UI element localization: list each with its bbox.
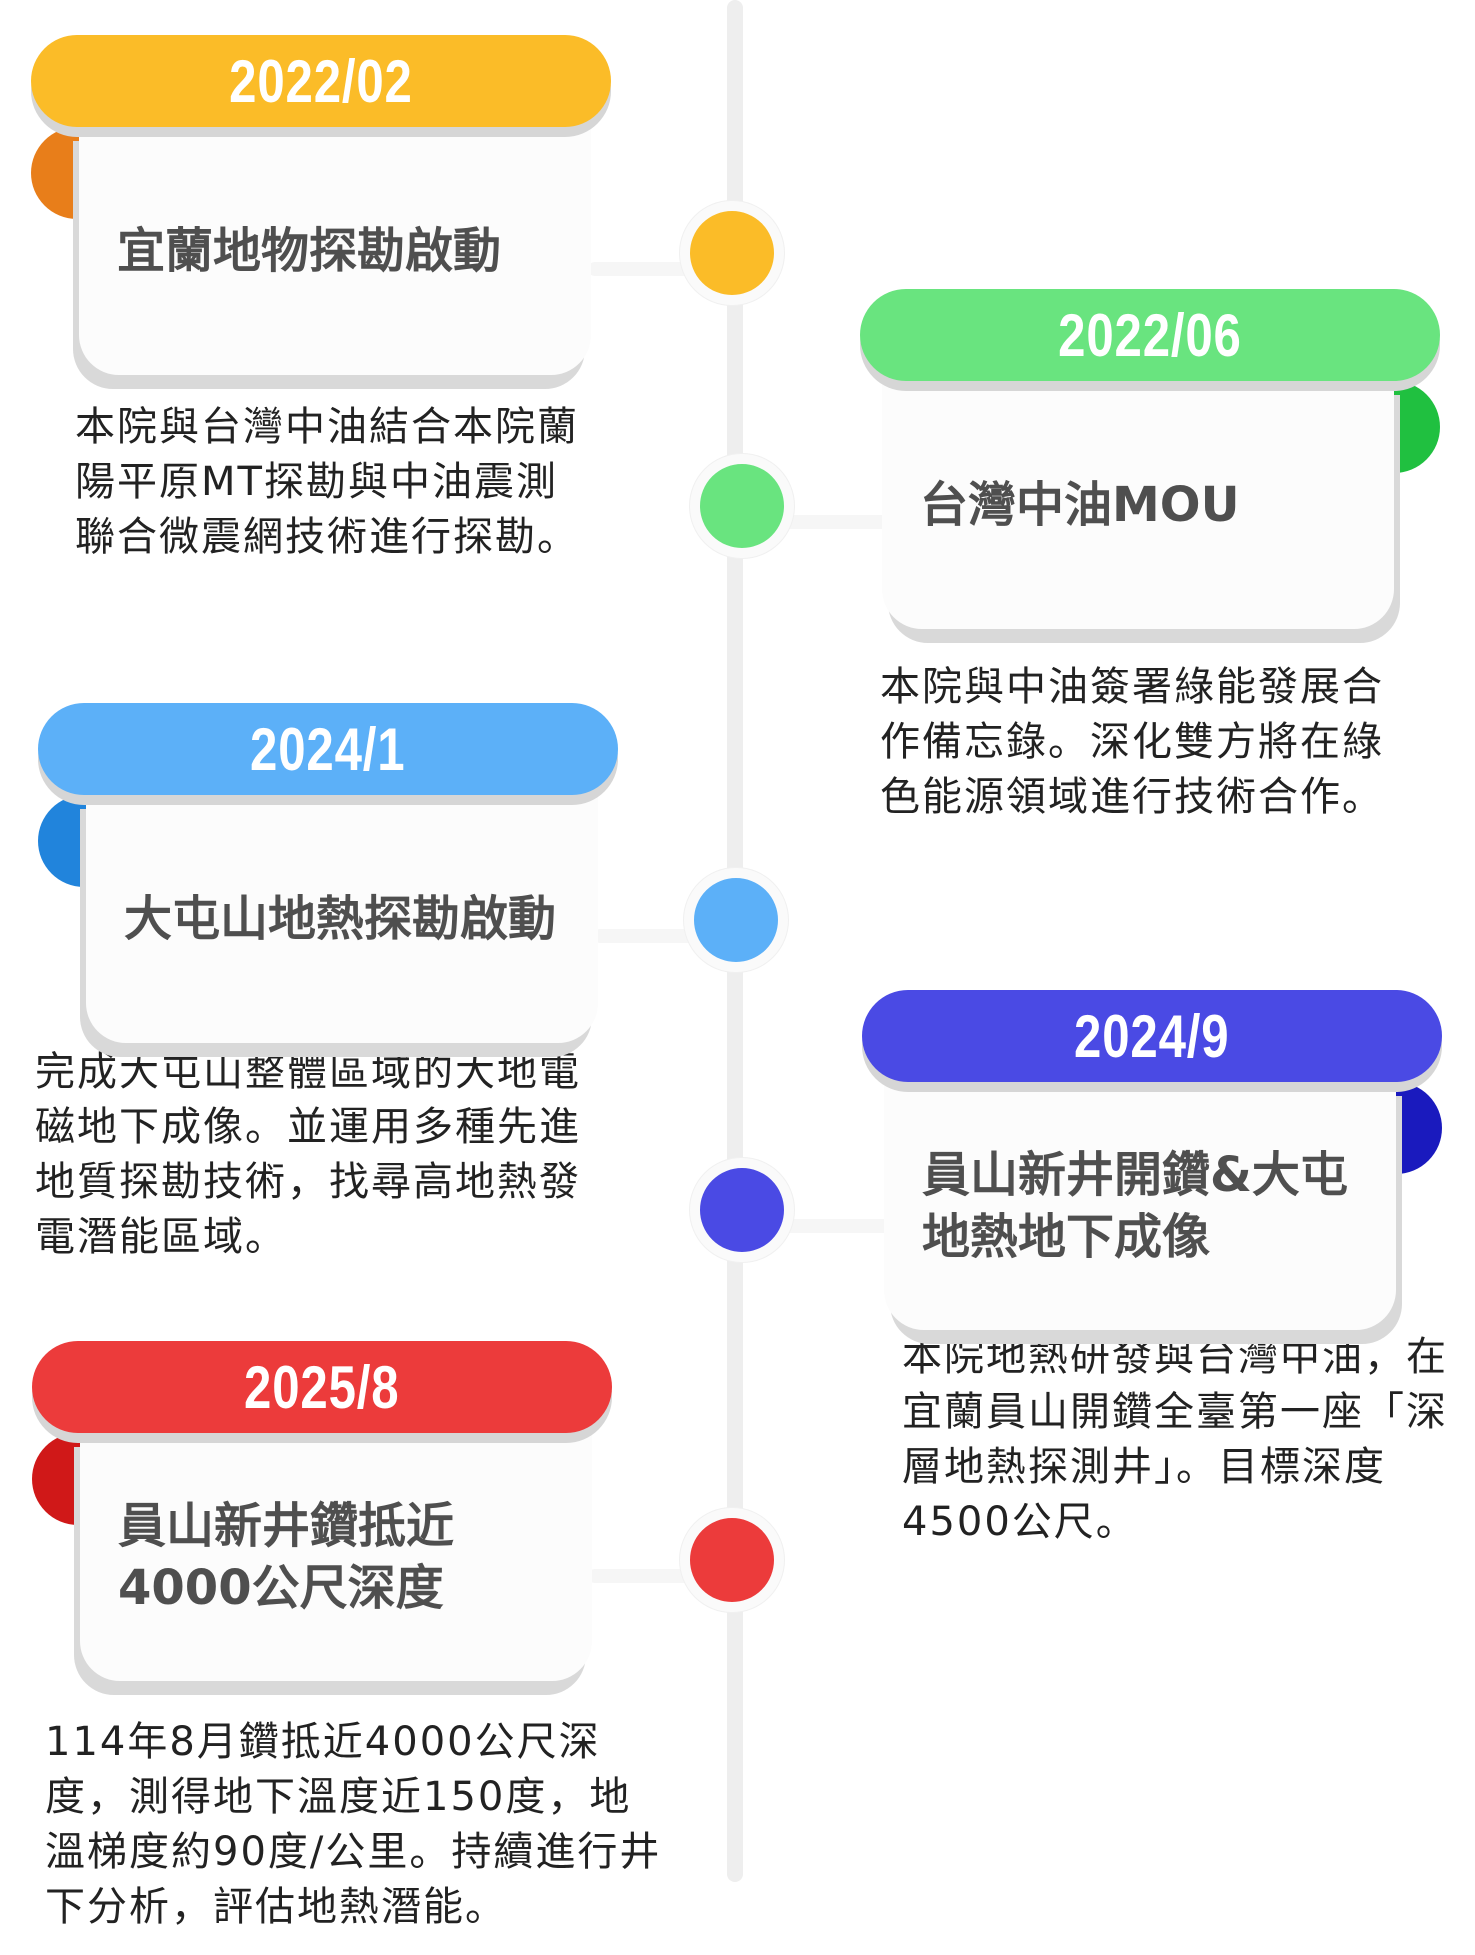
event-title: 員山新井鑽抵近4000公尺深度 (118, 1498, 455, 1616)
event-title: 宜蘭地物探勘啟動 (117, 223, 502, 279)
timeline-dot (690, 454, 794, 558)
timeline-card: 2022/06 台灣中油MOU (860, 289, 1440, 629)
event-description: 本院與中油簽署綠能發展合作備忘錄。深化雙方將在綠色能源領域進行技術合作。 (880, 664, 1384, 820)
date-banner: 2024/9 (862, 990, 1442, 1082)
card-body: 員山新井開鑽&大屯地熱地下成像 (884, 1082, 1396, 1330)
timeline-card: 2025/8 員山新井鑽抵近4000公尺深度 (32, 1341, 612, 1681)
date-banner: 2022/02 (31, 35, 611, 127)
date-banner: 2024/1 (38, 703, 618, 795)
timeline-dot (684, 868, 788, 972)
date-label: 2024/9 (1074, 1002, 1230, 1070)
event-description: 完成大屯山整體區域的大地電磁地下成像。並運用多種先進地質探勘技術，找尋高地熱發電… (35, 1049, 581, 1260)
timeline-dot (680, 1508, 784, 1612)
card-body: 員山新井鑽抵近4000公尺深度 (80, 1433, 592, 1681)
date-label: 2022/06 (1058, 301, 1242, 369)
event-title: 大屯山地熱探勘啟動 (124, 891, 557, 947)
date-label: 2022/02 (229, 47, 413, 115)
event-title: 員山新井開鑽&大屯地熱地下成像 (922, 1147, 1348, 1265)
event-description: 114年8月鑽抵近4000公尺深度，測得地下溫度近150度，地溫梯度約90度/公… (45, 1719, 662, 1930)
timeline-dot (680, 201, 784, 305)
card-body: 大屯山地熱探勘啟動 (86, 795, 598, 1043)
timeline-card: 2024/1 大屯山地熱探勘啟動 (38, 703, 618, 1043)
timeline-card: 2024/9 員山新井開鑽&大屯地熱地下成像 (862, 990, 1442, 1330)
date-banner: 2022/06 (860, 289, 1440, 381)
date-label: 2024/1 (250, 715, 406, 783)
card-body: 宜蘭地物探勘啟動 (79, 127, 591, 375)
date-label: 2025/8 (244, 1353, 400, 1421)
event-description: 本院與台灣中油結合本院蘭陽平原MT探勘與中油震測聯合微震網技術進行探勘。 (75, 404, 579, 560)
event-description: 本院地熱研發與台灣中油，在宜蘭員山開鑽全臺第一座「深層地熱探測井」。目標深度45… (902, 1334, 1448, 1545)
event-title: 台灣中油MOU (920, 477, 1240, 533)
timeline-card: 2022/02 宜蘭地物探勘啟動 (31, 35, 611, 375)
timeline-dot (690, 1158, 794, 1262)
date-banner: 2025/8 (32, 1341, 612, 1433)
card-body: 台灣中油MOU (882, 381, 1394, 629)
